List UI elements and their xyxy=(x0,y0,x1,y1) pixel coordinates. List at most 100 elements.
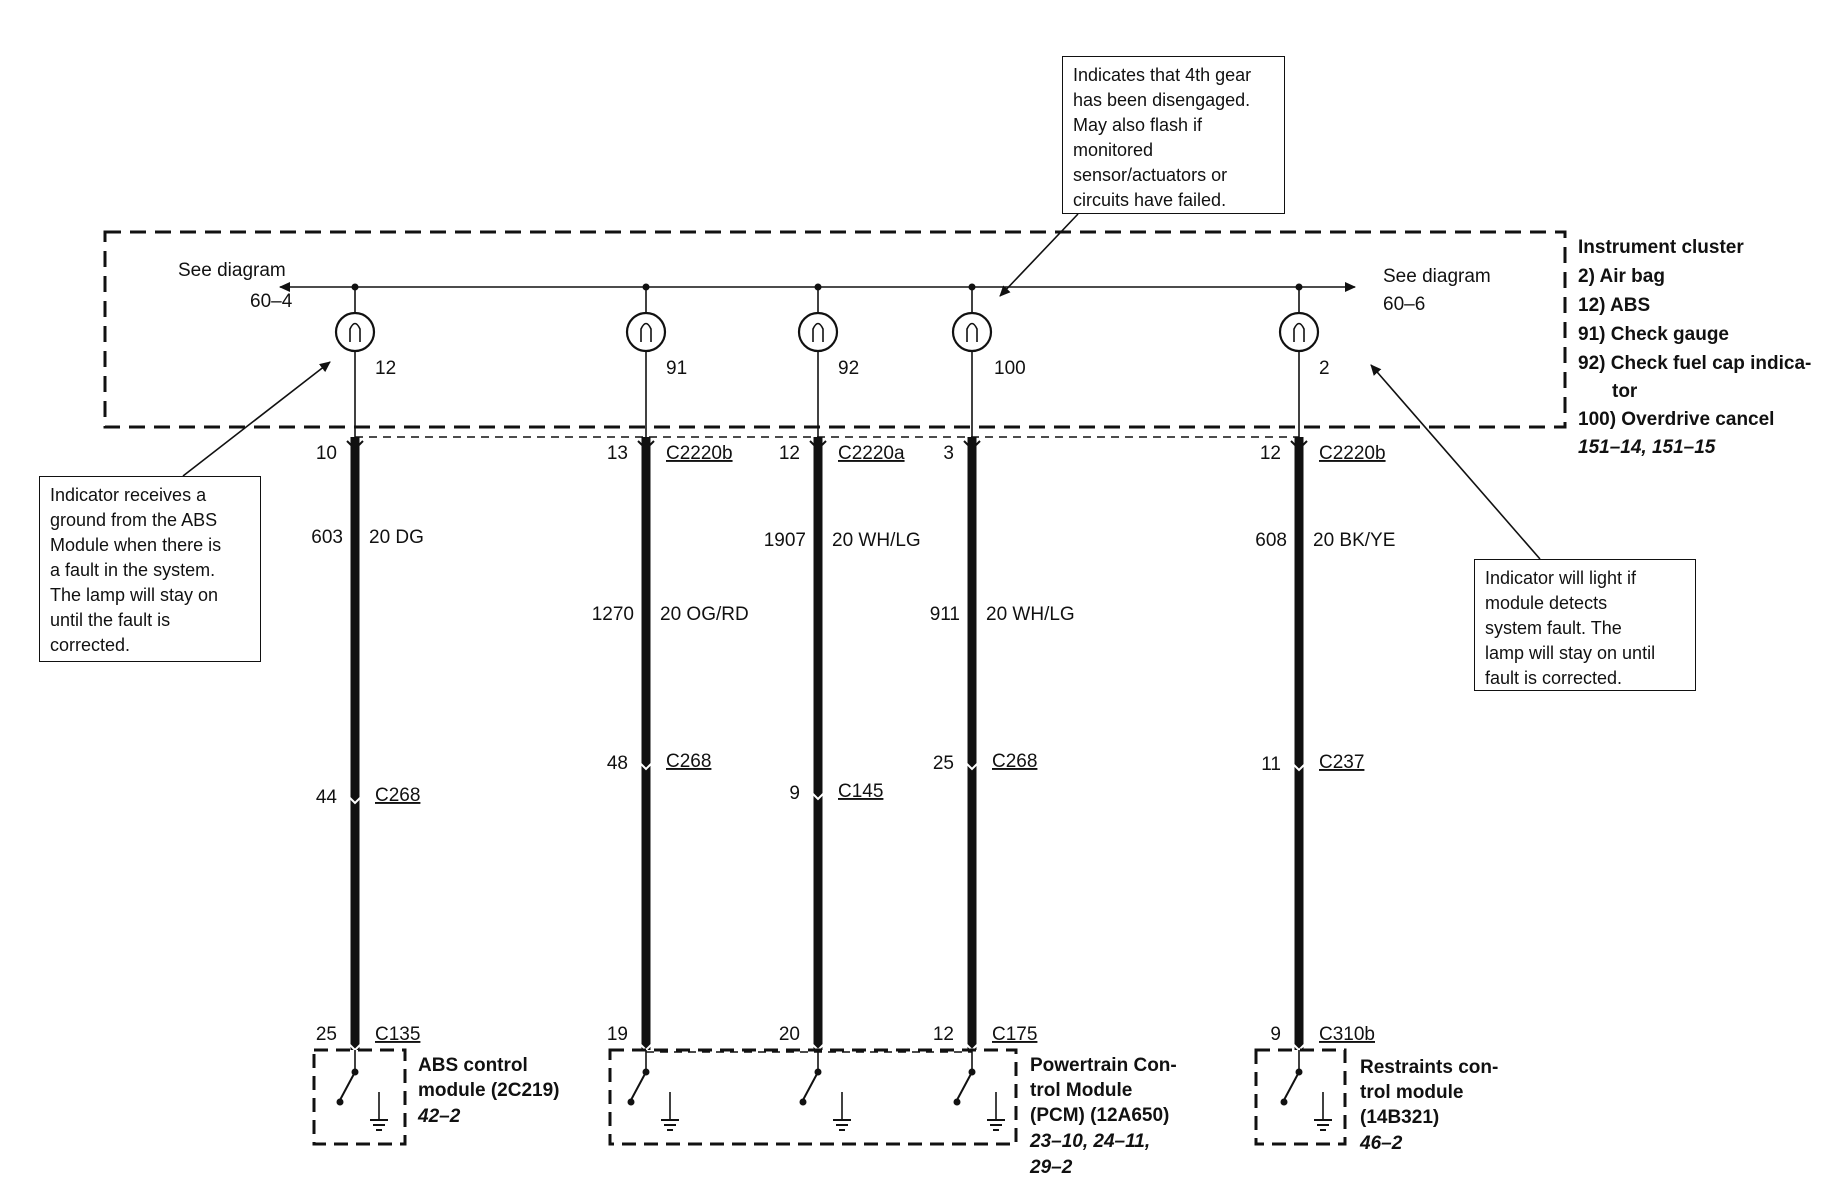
note-top-line: has been disengaged. xyxy=(1073,90,1251,110)
circuit-number: 1270 xyxy=(592,604,634,625)
switch-blade xyxy=(1283,1071,1300,1101)
abs-module-refs: 42–2 xyxy=(417,1106,461,1127)
note-right-line: Indicator will light if xyxy=(1485,568,1637,588)
switch-blade xyxy=(802,1071,819,1101)
abs-module-box xyxy=(312,1048,407,1146)
note-top-line: circuits have failed. xyxy=(1073,190,1227,210)
note-top-line: sensor/actuators or xyxy=(1073,165,1228,185)
connector-chevron-icon xyxy=(346,440,364,451)
connector-chevron-icon xyxy=(1290,440,1308,451)
switch-contact-dot xyxy=(799,1098,807,1106)
indicator-lamp-icon xyxy=(797,311,839,353)
rcm-module-label-1: Restraints con- xyxy=(1360,1057,1498,1078)
note-top: Indicates that 4th gear has been disenga… xyxy=(1062,56,1285,214)
lamp-filament-icon xyxy=(1293,322,1305,342)
lamp-filament-icon xyxy=(640,322,652,342)
circuit-number: 1907 xyxy=(764,530,806,551)
see-diagram-right-ref: 60–6 xyxy=(1383,294,1425,315)
note-left-line: The lamp will stay on xyxy=(50,585,219,605)
switch-contact-dot xyxy=(1280,1098,1288,1106)
rcm-module-box xyxy=(1254,1048,1347,1146)
lamp-number: 2 xyxy=(1319,358,1330,379)
top-pin-number: 12 xyxy=(1260,443,1281,464)
connector-chevron-icon xyxy=(1290,761,1308,772)
switch-contact-dot xyxy=(336,1098,344,1106)
callout-arrow-right xyxy=(1370,364,1541,560)
bottom-pin-number: 19 xyxy=(607,1024,628,1045)
note-top-line: May also flash if xyxy=(1073,115,1203,135)
cluster-item-check-gauge: 91) Check gauge xyxy=(1578,324,1729,345)
note-left: Indicator receives a ground from the ABS… xyxy=(39,476,261,662)
connector-chevron-icon xyxy=(637,440,655,451)
pcm-module-refs-1: 23–10, 24–11, xyxy=(1029,1131,1150,1152)
lamp-filament-icon xyxy=(349,322,361,342)
bottom-pin-number: 20 xyxy=(779,1024,800,1045)
mid-connector-id: C268 xyxy=(375,785,420,806)
top-connector-id: C2220b xyxy=(666,443,733,464)
pcm-module-label-3: (PCM) (12A650) xyxy=(1030,1105,1169,1126)
circuit-number: 603 xyxy=(311,527,343,548)
pcm-module-label-1: Powertrain Con- xyxy=(1030,1055,1177,1076)
cluster-item-fuel-cap-cont: tor xyxy=(1612,381,1638,402)
lamp-number: 100 xyxy=(994,358,1026,379)
top-connector-id: C2220b xyxy=(1319,443,1386,464)
indicator-lamp-icon xyxy=(334,311,376,353)
mid-pin-number: 25 xyxy=(933,753,954,774)
connector-chevron-icon xyxy=(963,760,981,771)
mid-connector-id: C268 xyxy=(992,751,1037,772)
switch-contact-dot xyxy=(953,1098,961,1106)
cluster-item-airbag: 2) Air bag xyxy=(1578,266,1665,287)
wire-color-code: 20 DG xyxy=(369,527,424,548)
indicator-lamp-icon xyxy=(625,311,667,353)
switch-contact-dot xyxy=(627,1098,635,1106)
indicator-lamp-icon xyxy=(951,311,993,353)
wire-color-code: 20 WH/LG xyxy=(986,604,1075,625)
lamp-number: 92 xyxy=(838,358,859,379)
cluster-refs: 151–14, 151–15 xyxy=(1578,437,1716,458)
rcm-module-refs: 46–2 xyxy=(1359,1133,1403,1154)
note-left-line: until the fault is xyxy=(50,610,171,630)
indicator-lamp-icon xyxy=(1278,311,1320,353)
bottom-pin-number: 9 xyxy=(1270,1024,1281,1045)
lamp-filament-icon xyxy=(966,322,978,342)
top-pin-number: 13 xyxy=(607,443,628,464)
bottom-connector-id: C175 xyxy=(992,1024,1037,1045)
cluster-title: Instrument cluster xyxy=(1578,237,1744,258)
see-diagram-left-ref: 60–4 xyxy=(250,291,293,312)
note-top-line: Indicates that 4th gear xyxy=(1073,65,1252,85)
pcm-module-label-2: trol Module xyxy=(1030,1080,1132,1101)
note-right-line: system fault. The xyxy=(1485,618,1622,638)
mid-connector-id: C268 xyxy=(666,751,711,772)
rcm-module-label-3: (14B321) xyxy=(1360,1107,1439,1128)
lamp-number: 91 xyxy=(666,358,687,379)
mid-connector-id: C237 xyxy=(1319,752,1364,773)
cluster-item-fuel-cap: 92) Check fuel cap indica- xyxy=(1578,353,1811,374)
bottom-connector-id: C310b xyxy=(1319,1024,1375,1045)
top-pin-number: 10 xyxy=(316,443,337,464)
connector-chevron-icon xyxy=(809,790,827,801)
connector-chevron-icon xyxy=(637,760,655,771)
mid-pin-number: 11 xyxy=(1261,754,1281,775)
note-right-line: lamp will stay on until xyxy=(1485,643,1656,663)
callout-arrow-top xyxy=(999,213,1079,297)
pcm-module-box xyxy=(608,1048,1018,1146)
top-pin-number: 3 xyxy=(943,443,954,464)
wire-color-code: 20 BK/YE xyxy=(1313,530,1395,551)
note-left-line: Indicator receives a xyxy=(50,485,207,505)
connector-chevron-icon xyxy=(346,794,364,805)
circuit-number: 911 xyxy=(930,604,960,625)
abs-module-label-2: module (2C219) xyxy=(418,1080,559,1101)
mid-pin-number: 44 xyxy=(316,787,338,808)
instrument-cluster-box xyxy=(103,230,1567,429)
note-left-line: a fault in the system. xyxy=(50,560,216,580)
note-right-line: module detects xyxy=(1485,593,1608,613)
note-right-line: fault is corrected. xyxy=(1485,668,1623,688)
callout-arrow-left xyxy=(182,361,331,477)
note-left-line: Module when there is xyxy=(50,535,222,555)
see-diagram-right: See diagram xyxy=(1383,266,1491,287)
circuit-number: 608 xyxy=(1255,530,1287,551)
bottom-connector-id: C135 xyxy=(375,1024,420,1045)
connector-chevron-icon xyxy=(963,440,981,451)
lamp-filament-icon xyxy=(812,322,824,342)
note-top-line: monitored xyxy=(1073,140,1154,160)
